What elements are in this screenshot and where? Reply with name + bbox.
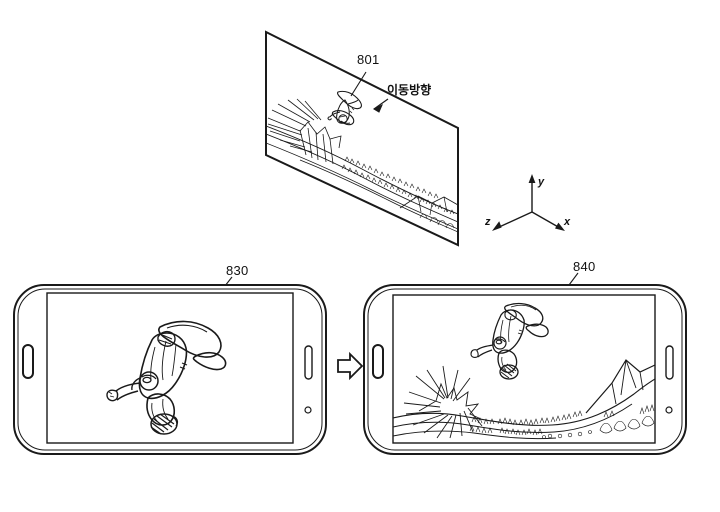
ref-number-830: 830 [226, 263, 249, 278]
tree-texture [469, 404, 655, 439]
movement-direction-label: 이동방향 [387, 83, 432, 97]
phone-840[interactable] [363, 284, 687, 455]
leader-line-801 [350, 71, 367, 97]
axis-label-y: y [538, 176, 545, 188]
snow-burst [403, 365, 483, 439]
camera-dot-icon [304, 406, 312, 414]
content-plane-scene [266, 90, 458, 233]
phone-830-screen [46, 292, 294, 444]
phone-830-content [106, 320, 227, 435]
speaker-slot-icon [665, 345, 674, 380]
ref-number-801: 801 [357, 52, 380, 67]
snowboarder-figure-840 [470, 302, 549, 380]
axis-label-x: x [564, 216, 571, 228]
speaker-slot-icon [304, 345, 313, 380]
camera-dot-icon [665, 406, 673, 414]
snow-burst [267, 98, 342, 165]
transition-arrow [337, 351, 364, 381]
xyz-axis-indicator [492, 174, 565, 231]
ref-number-840: 840 [573, 259, 596, 274]
content-plane-801 [265, 30, 459, 247]
phone-840-screen [392, 294, 656, 444]
movement-direction-arrow [372, 98, 389, 113]
earpiece-slot-icon [372, 344, 384, 379]
phone-840-content [393, 302, 655, 440]
snowboarder-figure-plane [327, 90, 362, 126]
tree-texture [341, 156, 455, 229]
axis-label-z: z [485, 216, 491, 228]
phone-830[interactable] [13, 284, 327, 455]
earpiece-slot-icon [22, 344, 34, 379]
